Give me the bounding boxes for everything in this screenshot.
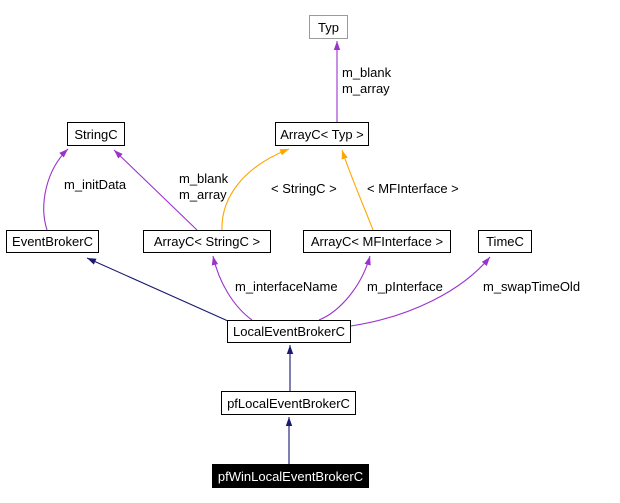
- edge-eventbrokerc-to-stringc: [43, 148, 69, 231]
- edge-label-line: m_blank: [179, 171, 229, 186]
- edge-label-line: m_array: [179, 187, 227, 202]
- edge-label-line: m_blank: [342, 65, 392, 80]
- edge-label-line: m_array: [342, 81, 390, 96]
- node-pfwinlocaleventbrokerc: pfWinLocalEventBrokerC: [212, 464, 369, 488]
- node-arrayc-stringc[interactable]: ArrayC< StringC >: [143, 230, 271, 253]
- edge-localeventbrokerc-to-arraycmfinterface: [318, 255, 371, 321]
- edge-label-stringc-members: m_blank m_array: [179, 171, 228, 203]
- edge-template-mfinterface: [341, 149, 374, 231]
- node-typ: Typ: [309, 15, 348, 39]
- edge-localeventbrokerc-to-arraycstringc: [211, 255, 253, 321]
- edge-label-initdata: m_initData: [64, 177, 127, 192]
- edge-label-pinterface: m_pInterface: [367, 279, 443, 294]
- node-eventbrokerc[interactable]: EventBrokerC: [6, 230, 99, 253]
- edge-label-interfacename: m_interfaceName: [235, 279, 338, 294]
- node-timec[interactable]: TimeC: [478, 230, 532, 253]
- edge-label-template-stringc: < StringC >: [271, 181, 337, 196]
- node-pflocaleventbrokerc[interactable]: pfLocalEventBrokerC: [221, 391, 356, 415]
- edge-localeventbrokerc-inherits-eventbrokerc: [86, 257, 229, 322]
- edge-template-stringc: [221, 148, 290, 231]
- node-localeventbrokerc[interactable]: LocalEventBrokerC: [227, 320, 351, 343]
- edge-arraycstringc-to-stringc: [113, 149, 198, 231]
- node-arrayc-typ[interactable]: ArrayC< Typ >: [275, 122, 369, 146]
- edge-label-swaptimeold: m_swapTimeOld: [483, 279, 581, 294]
- edge-label-template-mfinterface: < MFInterface >: [367, 181, 459, 196]
- edge-localeventbrokerc-to-timec: [350, 256, 491, 327]
- node-stringc[interactable]: StringC: [67, 122, 125, 146]
- edge-label-typ-members: m_blank m_array: [342, 65, 391, 97]
- node-arrayc-mfinterface[interactable]: ArrayC< MFInterface >: [303, 230, 451, 253]
